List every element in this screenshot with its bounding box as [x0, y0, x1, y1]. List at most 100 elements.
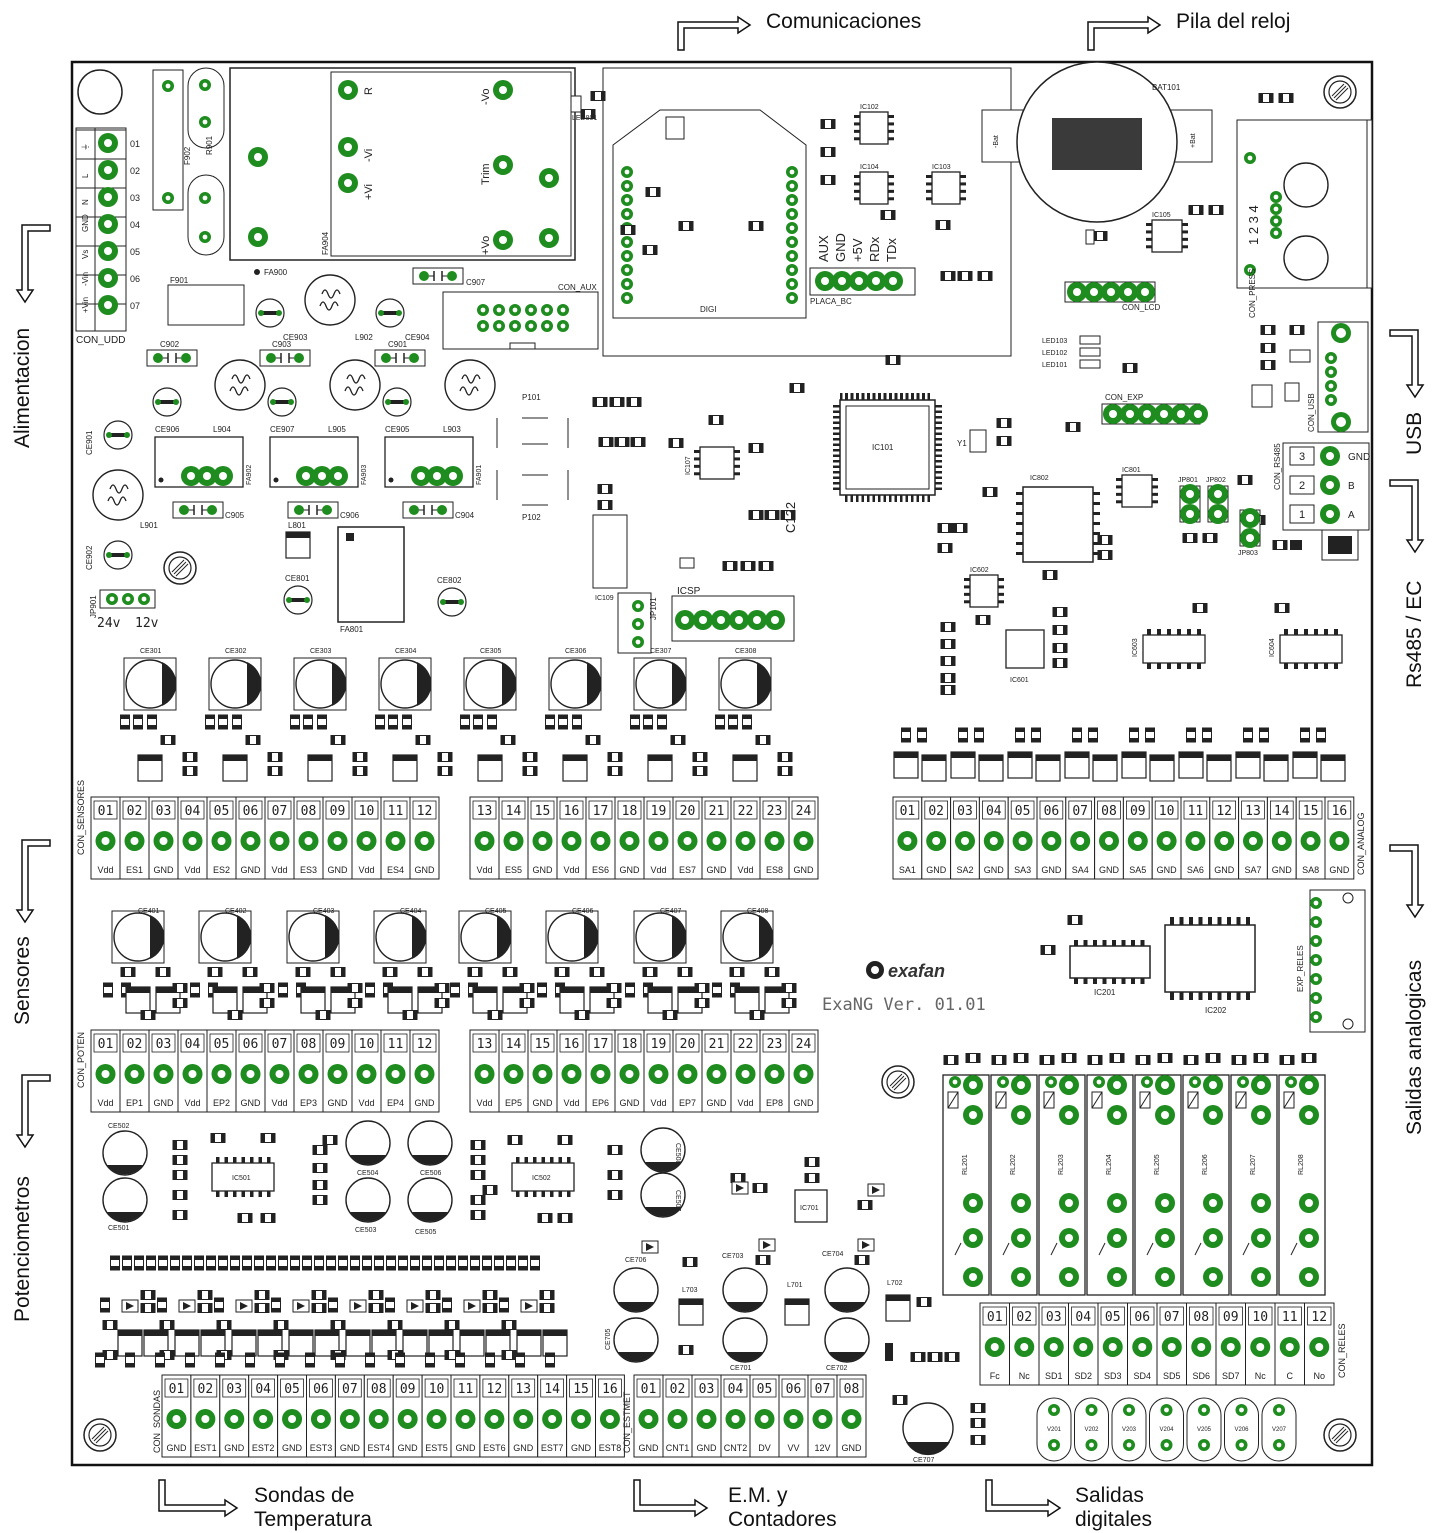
con-lcd-label: CON_LCD	[1122, 303, 1160, 312]
ic602-label: IC602	[970, 567, 989, 574]
con-poten-pin-number: 10	[359, 1037, 375, 1052]
con-udd-pin-number: 04	[130, 220, 140, 230]
ic109-label: IC109	[595, 595, 614, 602]
con-aux-label: CON_AUX	[558, 283, 597, 292]
con-udd-signal: N	[81, 199, 90, 205]
con-sensores-signal: ES7	[679, 865, 696, 875]
con-reles-pin-number: 08	[1193, 1310, 1209, 1325]
con-poten-signal: Vdd	[737, 1098, 753, 1108]
con-sensores-pin-number: 16	[564, 804, 580, 819]
con-sensores-signal: ES8	[766, 865, 783, 875]
ce505-label: CE505	[415, 1229, 437, 1236]
callout-salidas-analogicas: Salidas analogicas	[1403, 959, 1426, 1135]
con-poten-signal: EP4	[387, 1098, 404, 1108]
con-analog-pin-number: 06	[1044, 804, 1060, 819]
ic603-label: IC603	[1132, 638, 1139, 657]
con-reles-signal: No	[1313, 1371, 1325, 1381]
con-estmet-connector: 01GND02CNT103GND04CNT205DV06VV0712V08GND…	[622, 1374, 867, 1458]
con-poten-signal: EP2	[213, 1098, 230, 1108]
con-sondas-signal: GND	[398, 1443, 419, 1453]
con-estmet-pin-number: 01	[641, 1382, 657, 1397]
con-reles-pin-number: 05	[1105, 1310, 1121, 1325]
con-sondas-label: CON_SONDAS	[152, 1390, 162, 1453]
con-poten-pin-number: 11	[388, 1037, 404, 1052]
c905-label: C905	[225, 511, 245, 520]
con-reles-signal: SD1	[1045, 1371, 1063, 1381]
ce30x-label: CE301	[140, 648, 162, 655]
con-sensores-pin-number: 22	[738, 804, 754, 819]
l905-label: L905	[328, 425, 346, 434]
con-poten-signal: GND	[794, 1098, 815, 1108]
con-sondas-pin-number: 05	[284, 1382, 300, 1397]
con-analog-signal: SA4	[1072, 865, 1089, 875]
con-poten-pin-number: 13	[477, 1037, 493, 1052]
ce506-label: CE506	[420, 1170, 442, 1177]
con-poten-signal: Vdd	[97, 1098, 113, 1108]
fa904-pin-vi-pos: +Vi	[363, 184, 375, 200]
ce705-label: CE705	[605, 1328, 612, 1350]
con-reles-pin-number: 12	[1311, 1310, 1327, 1325]
con-poten-pin-number: 15	[535, 1037, 551, 1052]
con-sensores-signal: Vdd	[563, 865, 579, 875]
con-poten-pin-number: 18	[622, 1037, 638, 1052]
con-reles-pin-number: 09	[1223, 1310, 1239, 1325]
con-analog-pin-number: 10	[1159, 804, 1175, 819]
con-analog-label: CON_ANALOG	[1356, 812, 1366, 875]
con-estmet-pin-number: 08	[844, 1382, 860, 1397]
con-sondas-pin-number: 07	[342, 1382, 358, 1397]
callout-sondas-line2: Temperatura	[254, 1508, 372, 1531]
con-analog-pin-number: 05	[1015, 804, 1031, 819]
con-sensores-pin-number: 15	[535, 804, 551, 819]
con-poten-signal: GND	[707, 1098, 728, 1108]
con-analog-signal: SA8	[1302, 865, 1319, 875]
con-poten-pin-number: 19	[651, 1037, 667, 1052]
con-sensores-signal: GND	[415, 865, 436, 875]
con-analog-pin-number: 07	[1072, 804, 1088, 819]
ic105-label: IC105	[1152, 212, 1171, 219]
con-estmet-signal: DV	[758, 1443, 771, 1453]
con-udd-pin-number: 05	[130, 247, 140, 257]
con-sensores-pin-number: 09	[330, 804, 346, 819]
con-sensores-pin-number: 06	[243, 804, 259, 819]
relay-label: RL206	[1202, 1154, 1209, 1175]
callout-potenciometros: Potenciometros	[11, 1176, 34, 1322]
callout-digitales-line1: Salidas	[1075, 1484, 1144, 1507]
c122-label: C122	[783, 502, 798, 533]
con-reles-pin-number: 04	[1075, 1310, 1091, 1325]
callout-em-line2: Contadores	[728, 1508, 837, 1531]
con-reles-label: CON_RELES	[1337, 1323, 1347, 1378]
bat-minus-label: -Bat	[993, 135, 1000, 148]
ce30x-label: CE307	[650, 648, 672, 655]
con-reles-signal: SD7	[1222, 1371, 1240, 1381]
con-udd-signal: +Vin	[81, 297, 90, 313]
con-reles-signal: Nc	[1255, 1371, 1266, 1381]
con-analog-signal: SA3	[1014, 865, 1031, 875]
con-reles-signal: C	[1287, 1371, 1294, 1381]
ce40x-label: CE407	[660, 908, 682, 915]
con-udd-pin-number: 07	[130, 301, 140, 311]
varistor-label: V205	[1197, 1427, 1212, 1433]
con-estmet-signal: GND	[697, 1443, 718, 1453]
con-sensores-pin-number: 21	[709, 804, 725, 819]
battery-holder: BAT101 -Bat +Bat	[981, 61, 1213, 223]
callout-sensores: Sensores	[11, 936, 34, 1025]
con-sensores-signal: ES1	[126, 865, 143, 875]
jp901-label: JP901	[89, 595, 98, 618]
